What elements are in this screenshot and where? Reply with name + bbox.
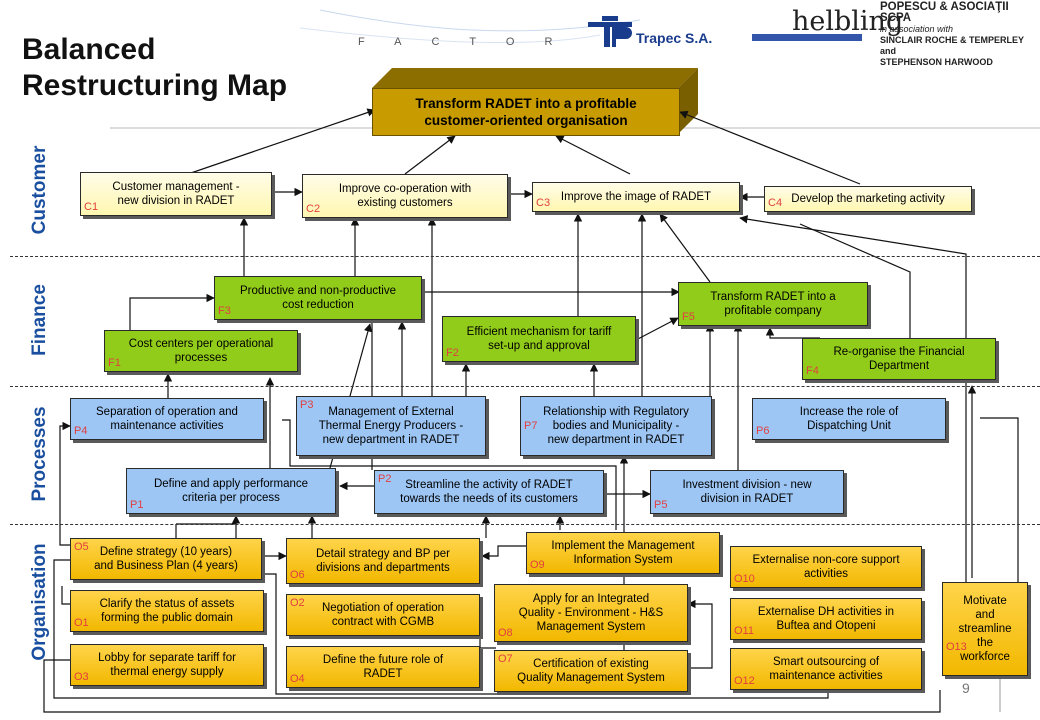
- objective-box-o9: Implement the Management Information Sys…: [526, 532, 720, 574]
- objective-box-p7: Relationship with Regulatory bodies and …: [520, 396, 712, 456]
- page-number: 9: [962, 680, 970, 696]
- objective-box-o3: Lobby for separate tariff for thermal en…: [70, 644, 264, 686]
- popescu-logo: POPESCU & ASOCIAŢII SCPA in association …: [880, 1, 1040, 68]
- objective-box-c1: Customer management - new division in RA…: [80, 172, 272, 216]
- objective-box-o2: Negotiation of operation contract with C…: [286, 594, 480, 636]
- divider-processes-organisation: [10, 524, 1040, 525]
- objective-box-p5: Investment division - new division in RA…: [650, 470, 844, 514]
- objective-box-o12: Smart outsourcing of maintenance activit…: [730, 648, 922, 690]
- page-title: Balanced Restructuring Map: [22, 33, 288, 102]
- factor-logo: FACTOR: [358, 36, 583, 48]
- objective-box-o1: Clarify the status of assets forming the…: [70, 590, 264, 632]
- helbling-logo: helbling: [792, 6, 904, 37]
- objective-box-f3: Productive and non-productive cost reduc…: [214, 276, 422, 320]
- divider-customer-finance: [10, 256, 1040, 257]
- section-processes: Processes: [29, 406, 50, 502]
- popescu-firm-1: SINCLAIR ROCHE & TEMPERLEY and: [880, 35, 1024, 56]
- divider-finance-processes: [10, 386, 1040, 387]
- objective-box-p2: Streamline the activity of RADET towards…: [374, 470, 604, 514]
- objective-box-p1: Define and apply performance criteria pe…: [126, 468, 336, 514]
- section-finance: Finance: [29, 284, 50, 356]
- section-organisation: Organisation: [29, 543, 50, 661]
- objective-box-f2: Efficient mechanism for tariff set-up an…: [442, 316, 636, 362]
- trapec-logo-icon: [588, 14, 632, 48]
- popescu-firm-2: STEPHENSON HARWOOD: [880, 57, 993, 67]
- popescu-title: POPESCU & ASOCIAŢII SCPA: [880, 1, 1009, 24]
- objective-box-o5: Define strategy (10 years) and Business …: [70, 538, 262, 580]
- objective-box-c2: Improve co-operation with existing custo…: [302, 174, 508, 218]
- trapec-name: Trapec S.A.: [636, 30, 713, 46]
- section-customer: Customer: [29, 145, 50, 235]
- objective-box-p3: Management of External Thermal Energy Pr…: [296, 396, 486, 456]
- objective-box-o7: Certification of existing Quality Manage…: [494, 650, 688, 692]
- goal-box: Transform RADET into a profitable custom…: [372, 88, 680, 136]
- objective-box-o8: Apply for an Integrated Quality - Enviro…: [494, 584, 688, 642]
- objective-box-o6: Detail strategy and BP per divisions and…: [286, 538, 480, 584]
- popescu-association: in association with: [880, 24, 954, 34]
- objective-box-f5: Transform RADET into a profitable compan…: [678, 282, 868, 326]
- objective-box-o11: Externalise DH activities in Buftea and …: [730, 598, 922, 640]
- objective-box-p4: Separation of operation and maintenance …: [70, 398, 264, 440]
